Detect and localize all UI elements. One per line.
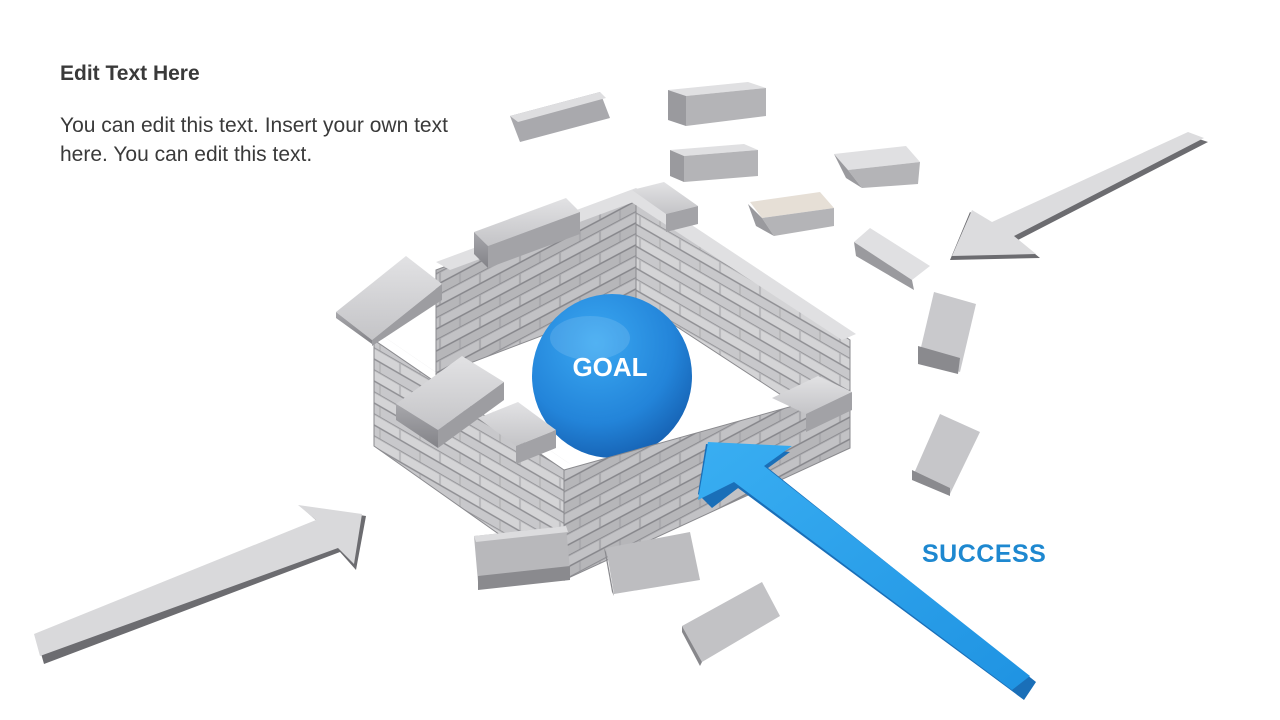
success-arrow-icon — [698, 442, 1036, 700]
brick-flying-3 — [670, 144, 758, 182]
brick-top-back-2 — [632, 182, 698, 232]
brick-front-left-1 — [336, 256, 442, 346]
success-label: SUCCESS — [922, 540, 1047, 568]
brick-fallen-2 — [604, 532, 700, 596]
brick-flying-2 — [668, 82, 766, 126]
brick-flying-1 — [510, 92, 610, 142]
brick-flying-4 — [834, 146, 920, 188]
brick-fallen-1 — [474, 526, 570, 590]
brick-front-right-1 — [772, 376, 852, 432]
arrow-top-right-icon — [950, 132, 1208, 260]
text-box-body: You can edit this text. Insert your own … — [60, 114, 448, 166]
brick-fallen-3 — [682, 582, 780, 666]
goal-sphere — [532, 294, 692, 458]
brick-flying-8 — [912, 414, 980, 496]
brick-flying-5 — [748, 192, 834, 236]
brick-top-back-1 — [474, 198, 580, 268]
brick-front-left-3 — [478, 402, 556, 464]
brick-front-left-2 — [396, 356, 504, 448]
brick-flying-6 — [854, 228, 930, 290]
brick-flying-7 — [918, 292, 976, 374]
goal-label: GOAL — [572, 352, 648, 382]
text-box-heading: Edit Text Here — [60, 62, 200, 85]
arrow-left-icon — [34, 505, 366, 664]
